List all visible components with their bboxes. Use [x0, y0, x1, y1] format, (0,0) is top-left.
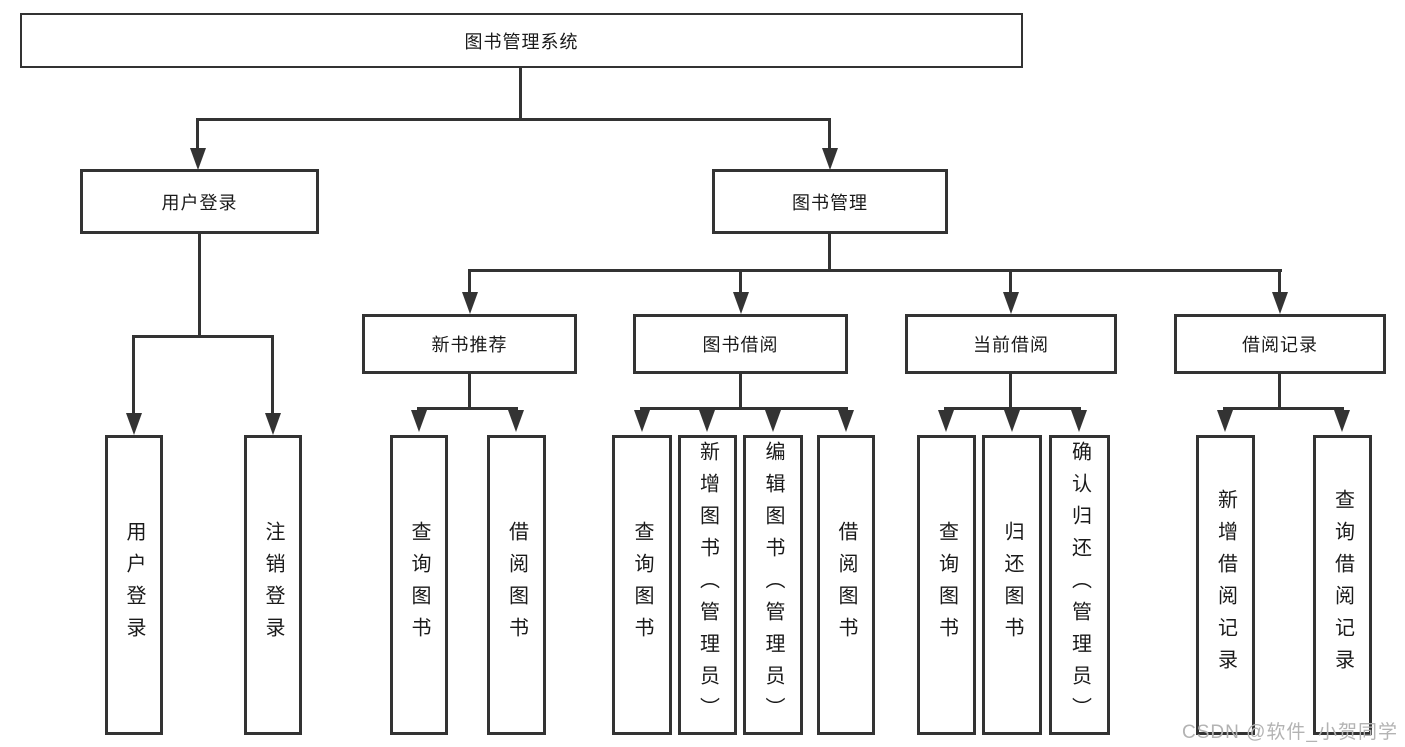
- node-book-management: 图书管理: [712, 169, 948, 234]
- connector-shaft: [828, 118, 831, 154]
- leaf-add-borrow-record: 新增借阅记录: [1196, 435, 1255, 735]
- node-label: 借阅图书: [835, 521, 857, 649]
- arrowhead-down-icon: [634, 410, 650, 432]
- arrowhead-down-icon: [699, 410, 715, 432]
- node-current-borrow: 当前借阅: [905, 314, 1117, 374]
- leaf-add-book-admin: 新增图书（管理员）: [678, 435, 737, 735]
- node-label: 确认归还（管理员）: [1068, 441, 1091, 729]
- arrowhead-down-icon: [190, 148, 206, 170]
- leaf-borrow-book: 借阅图书: [817, 435, 875, 735]
- connector-shaft: [468, 269, 471, 296]
- connector-shaft: [739, 269, 742, 296]
- node-label: 查询图书: [631, 521, 653, 649]
- leaf-query-book-recommend: 查询图书: [390, 435, 448, 735]
- arrowhead-down-icon: [1272, 292, 1288, 314]
- connector-group5-rail: [1223, 407, 1344, 410]
- node-label: 当前借阅: [973, 335, 1049, 355]
- connector-drop: [468, 373, 471, 410]
- arrowhead-down-icon: [1003, 292, 1019, 314]
- arrowhead-down-icon: [265, 413, 281, 435]
- connector-shaft: [1278, 269, 1281, 296]
- arrowhead-down-icon: [1334, 410, 1350, 432]
- node-new-book-recommend: 新书推荐: [362, 314, 577, 374]
- node-label: 借阅记录: [1242, 335, 1318, 355]
- connector-shaft: [132, 335, 135, 415]
- node-borrow-record: 借阅记录: [1174, 314, 1386, 374]
- arrowhead-down-icon: [508, 410, 524, 432]
- node-label: 查询借阅记录: [1331, 489, 1354, 681]
- arrowhead-down-icon: [938, 410, 954, 432]
- arrowhead-down-icon: [838, 410, 854, 432]
- arrowhead-down-icon: [1071, 410, 1087, 432]
- node-label: 查询图书: [408, 521, 430, 649]
- arrowhead-down-icon: [1217, 410, 1233, 432]
- node-label: 用户登录: [161, 192, 238, 213]
- connector-group1-rail: [132, 335, 274, 338]
- node-book-borrow: 图书借阅: [633, 314, 848, 374]
- leaf-user-login: 用户登录: [105, 435, 163, 735]
- arrowhead-down-icon: [765, 410, 781, 432]
- connector-shaft: [196, 118, 199, 154]
- node-label: 借阅图书: [505, 521, 528, 649]
- node-label: 用户登录: [123, 521, 145, 649]
- leaf-return-book: 归还图书: [982, 435, 1042, 735]
- leaf-confirm-return-admin: 确认归还（管理员）: [1049, 435, 1110, 735]
- arrowhead-down-icon: [733, 292, 749, 314]
- arrowhead-down-icon: [126, 413, 142, 435]
- connector-bookmgmt-drop: [828, 234, 831, 272]
- leaf-query-book-current: 查询图书: [917, 435, 976, 735]
- arrowhead-down-icon: [462, 292, 478, 314]
- node-label: 图书管理系统: [464, 31, 579, 52]
- connector-level3-rail: [468, 269, 1282, 272]
- node-label: 图书管理: [792, 192, 868, 213]
- connector-level1-rail: [196, 118, 831, 121]
- leaf-edit-book-admin: 编辑图书（管理员）: [743, 435, 803, 735]
- connector-group4-rail: [944, 407, 1081, 410]
- leaf-query-borrow-record: 查询借阅记录: [1313, 435, 1372, 735]
- connector-userlogin-drop: [198, 232, 201, 338]
- connector-root-drop: [519, 68, 522, 121]
- arrowhead-down-icon: [411, 410, 427, 432]
- node-user-login: 用户登录: [80, 169, 319, 234]
- node-label: 查询图书: [935, 521, 958, 649]
- node-label: 编辑图书（管理员）: [762, 441, 784, 729]
- csdn-watermark: CSDN @软件_小贺同学: [1182, 722, 1398, 743]
- leaf-borrow-book-recommend: 借阅图书: [487, 435, 546, 735]
- connector-shaft: [271, 335, 274, 415]
- connector-drop: [739, 373, 742, 410]
- connector-shaft: [1009, 269, 1012, 296]
- node-label: 图书借阅: [702, 335, 779, 355]
- node-label: 注销登录: [262, 521, 284, 649]
- node-label: 新书推荐: [431, 335, 508, 355]
- leaf-query-book-borrow: 查询图书: [612, 435, 672, 735]
- connector-group2-rail: [417, 407, 518, 410]
- arrowhead-down-icon: [1004, 410, 1020, 432]
- connector-group3-rail: [640, 407, 848, 410]
- connector-drop: [1009, 373, 1012, 410]
- arrowhead-down-icon: [822, 148, 838, 170]
- node-label: 归还图书: [1001, 521, 1023, 649]
- leaf-logout: 注销登录: [244, 435, 302, 735]
- connector-drop: [1278, 373, 1281, 410]
- node-label: 新增借阅记录: [1214, 489, 1237, 681]
- node-label: 新增图书（管理员）: [696, 441, 719, 729]
- node-root-library-system: 图书管理系统: [20, 13, 1023, 68]
